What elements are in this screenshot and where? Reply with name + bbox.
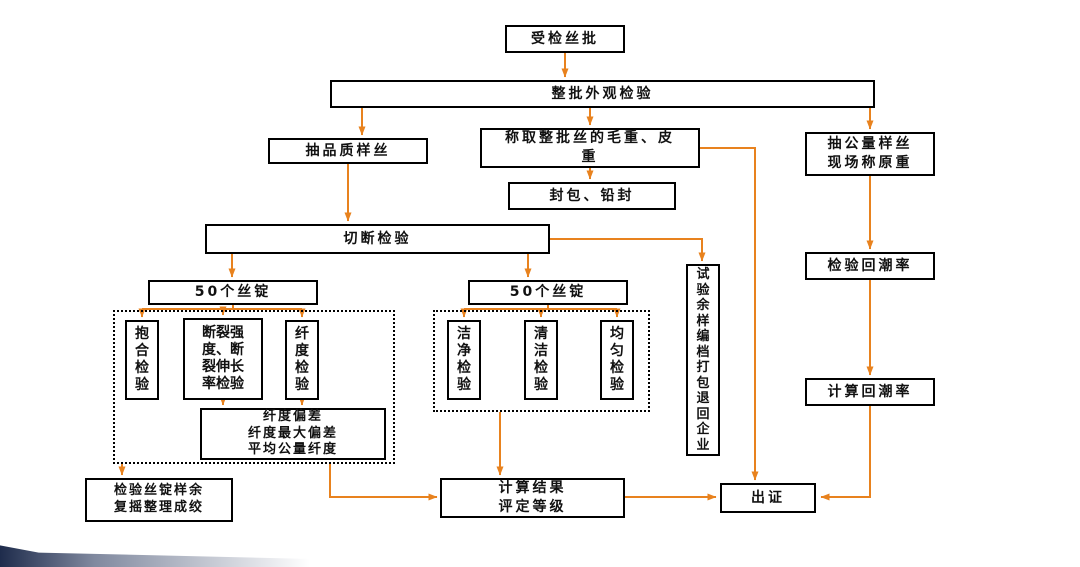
node-appearance-inspection: 整批外观检验 [330, 80, 875, 108]
node-cleanness-test-label: 洁净检验 [456, 326, 471, 393]
node-cleanness-test: 洁净检验 [447, 320, 481, 400]
node-appearance-inspection-label: 整批外观检验 [551, 85, 654, 102]
node-conditioned-sample-label: 抽公量样丝 现场称原重 [827, 136, 913, 171]
node-size-test-label: 纤度检验 [294, 326, 309, 393]
node-spindles-mid: 50个丝锭 [468, 280, 628, 305]
node-quality-sample: 抽品质样丝 [268, 138, 428, 164]
node-certificate-label: 出证 [751, 489, 785, 506]
node-evenness-test-label: 均匀检验 [609, 326, 624, 393]
node-neatness-test: 清洁检验 [524, 320, 558, 400]
node-spindles-left-label: 50个丝锭 [194, 284, 272, 301]
node-batch: 受检丝批 [505, 25, 625, 53]
node-size-deviation: 纤度偏差 纤度最大偏差 平均公量纤度 [200, 408, 386, 460]
node-certificate: 出证 [720, 483, 816, 513]
node-moisture-test: 检验回潮率 [805, 252, 935, 280]
node-rewind-skeins: 检验丝锭样余 复摇整理成绞 [85, 478, 233, 522]
node-conditioned-sample: 抽公量样丝 现场称原重 [805, 132, 935, 176]
node-cutting-inspection: 切断检验 [205, 224, 550, 254]
node-sealing: 封包、铅封 [508, 182, 676, 210]
node-sealing-label: 封包、铅封 [549, 187, 635, 204]
node-result-grading: 计算结果 评定等级 [440, 478, 625, 518]
node-cutting-inspection-label: 切断检验 [343, 230, 412, 247]
corner-decoration [0, 545, 430, 567]
node-leftover-return: 试验余样编档打包退回企业 [686, 264, 720, 456]
node-cohesion-test-label: 抱合检验 [134, 326, 149, 393]
node-moisture-calc: 计算回潮率 [805, 378, 935, 406]
node-spindles-left: 50个丝锭 [148, 280, 318, 305]
node-result-grading-label: 计算结果 评定等级 [498, 480, 567, 515]
node-moisture-calc-label: 计算回潮率 [827, 383, 913, 400]
node-quality-sample-label: 抽品质样丝 [305, 142, 391, 159]
node-size-deviation-label: 纤度偏差 纤度最大偏差 平均公量纤度 [247, 408, 338, 458]
node-moisture-test-label: 检验回潮率 [827, 257, 913, 274]
node-neatness-test-label: 清洁检验 [533, 326, 548, 393]
node-size-test: 纤度检验 [285, 320, 319, 400]
node-weighing: 称取整批丝的毛重、皮重 [480, 128, 700, 168]
group-mechanical-tests [113, 310, 395, 464]
node-rewind-skeins-label: 检验丝锭样余 复摇整理成绞 [113, 483, 204, 515]
group-cleanliness-tests [433, 310, 650, 412]
node-leftover-return-label: 试验余样编档打包退回企业 [696, 267, 710, 453]
node-evenness-test: 均匀检验 [600, 320, 634, 400]
node-cohesion-test: 抱合检验 [125, 320, 159, 400]
node-batch-label: 受检丝批 [531, 30, 599, 47]
node-tensile-test: 断裂强度、断裂伸长率检验 [183, 318, 263, 400]
node-weighing-label: 称取整批丝的毛重、皮重 [505, 130, 675, 165]
node-tensile-test-label: 断裂强度、断裂伸长率检验 [202, 325, 244, 392]
node-spindles-mid-label: 50个丝锭 [509, 284, 587, 301]
